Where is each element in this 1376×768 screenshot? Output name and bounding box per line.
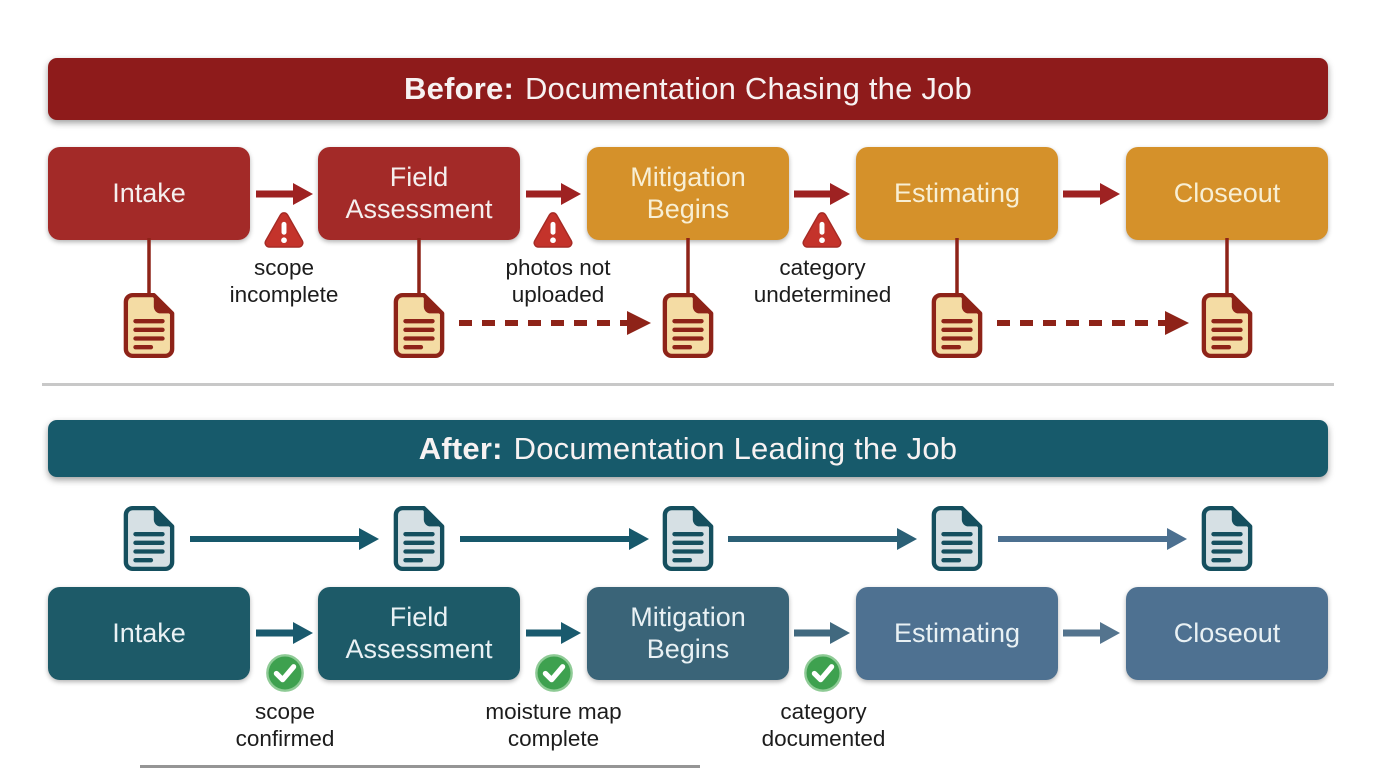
before-stage-intake: Intake (48, 147, 250, 240)
before-stage-mitigation-begins: Mitigation Begins (587, 147, 789, 240)
stage-label: Intake (112, 617, 186, 648)
issue-label-category-undetermined: category undetermined (753, 255, 892, 307)
document-icon (662, 505, 714, 572)
after-banner-prefix: After: (418, 430, 503, 466)
check-icon (266, 654, 304, 692)
after-stage-mitigation-begins: Mitigation Begins (587, 587, 789, 680)
document-icon (1201, 292, 1253, 359)
document-icon (393, 292, 445, 359)
after-stage-field-assessment: Field Assessment (318, 587, 520, 680)
check-label-moisture-map-complete: moisture map complete (485, 699, 622, 751)
check-icon (804, 654, 842, 692)
document-icon (1201, 505, 1253, 572)
after-section-banner: After: Documentation Leading the Job (48, 420, 1328, 477)
check-label-scope-confirmed: scope confirmed (235, 699, 335, 751)
warning-icon (533, 212, 573, 248)
cropped-edge-line (140, 765, 700, 768)
after-banner-title: Documentation Leading the Job (513, 430, 958, 466)
before-section-banner: Before: Documentation Chasing the Job (48, 58, 1328, 120)
check-label-category-documented: category documented (761, 699, 886, 751)
stage-label: Intake (112, 177, 186, 208)
before-banner-prefix: Before: (404, 71, 514, 106)
before-stage-estimating: Estimating (856, 147, 1058, 240)
stage-label: Closeout (1173, 177, 1281, 208)
stage-label: Mitigation Begins (630, 161, 746, 224)
before-stage-field-assessment: Field Assessment (318, 147, 520, 240)
check-icon (535, 654, 573, 692)
after-stage-closeout: Closeout (1126, 587, 1328, 680)
warning-icon (802, 212, 842, 248)
section-divider (42, 383, 1334, 386)
before-stage-closeout: Closeout (1126, 147, 1328, 240)
document-icon (123, 505, 175, 572)
document-icon (931, 505, 983, 572)
document-icon (931, 292, 983, 359)
dashed-arrow-icon (459, 311, 1189, 335)
warning-icon (264, 212, 304, 248)
document-icon (123, 292, 175, 359)
issue-label-photos-not-uploaded: photos not uploaded (505, 255, 611, 307)
stage-label: Field Assessment (345, 161, 493, 224)
document-icon (662, 292, 714, 359)
after-stage-intake: Intake (48, 587, 250, 680)
stage-label: Closeout (1173, 617, 1281, 648)
after-stage-estimating: Estimating (856, 587, 1058, 680)
stage-label: Mitigation Begins (630, 601, 746, 664)
stage-label: Field Assessment (345, 601, 493, 664)
stage-label: Estimating (893, 177, 1021, 208)
before-banner-title: Documentation Chasing the Job (524, 71, 972, 106)
issue-label-scope-incomplete: scope incomplete (229, 255, 339, 307)
document-icon (393, 505, 445, 572)
stage-label: Estimating (893, 617, 1021, 648)
